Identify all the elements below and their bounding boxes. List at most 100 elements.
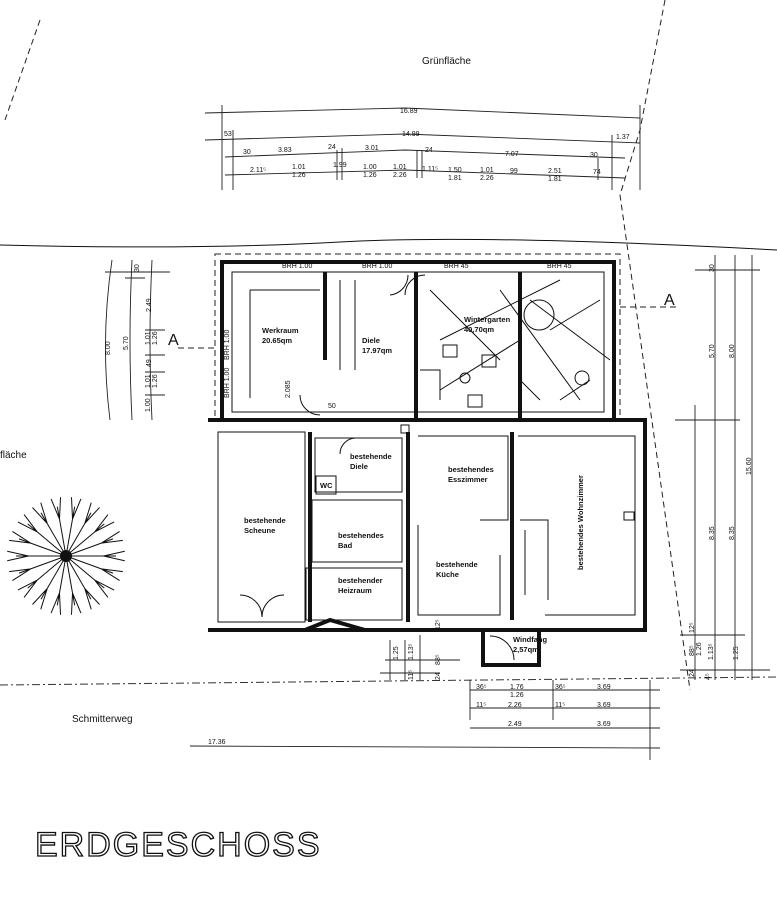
svg-text:5.70: 5.70 (123, 336, 130, 350)
svg-text:74: 74 (593, 169, 601, 176)
svg-text:24: 24 (425, 147, 433, 154)
room-scheune-area: Scheune (244, 526, 275, 535)
svg-text:24: 24 (435, 672, 442, 680)
svg-text:88⁵: 88⁵ (435, 654, 442, 665)
tree-branch (9, 555, 67, 582)
room-esszimmer-area: Esszimmer (448, 475, 488, 484)
svg-text:99: 99 (510, 168, 518, 175)
windfang-vestibule (481, 628, 541, 667)
svg-text:BRH 45: BRH 45 (547, 263, 572, 270)
svg-text:36⁵: 36⁵ (555, 684, 566, 691)
svg-text:BRH 45: BRH 45 (444, 263, 469, 270)
svg-text:2.49: 2.49 (508, 721, 522, 728)
svg-text:2.26: 2.26 (508, 702, 522, 709)
svg-text:1.13⁵: 1.13⁵ (408, 643, 415, 660)
section-marker-right: A (620, 292, 676, 309)
room-kueche-area: Küche (436, 570, 459, 579)
tree-branch (65, 514, 115, 557)
svg-text:3.69: 3.69 (597, 684, 611, 691)
svg-text:24: 24 (689, 669, 696, 677)
plant-icon (459, 372, 471, 384)
tree-branch (65, 555, 123, 582)
tree-branch (65, 555, 82, 615)
svg-text:88⁵: 88⁵ (689, 645, 696, 656)
svg-text:3.69: 3.69 (597, 702, 611, 709)
svg-text:1.00: 1.00 (145, 398, 152, 412)
room-wc-name: WC (320, 481, 333, 490)
svg-text:1.01: 1.01 (393, 164, 407, 171)
room-diele-name: Diele (362, 336, 380, 345)
svg-text:A: A (168, 332, 179, 349)
room-wintergarten-area: 40,70qm (464, 325, 494, 334)
svg-text:15.60: 15.60 (746, 457, 753, 475)
property-boundary-left (4, 19, 41, 121)
svg-text:1.01: 1.01 (145, 374, 152, 388)
svg-text:1.81: 1.81 (448, 175, 462, 182)
tree-branch (65, 555, 100, 610)
floor-title: ERDGESCHOSS (35, 826, 322, 864)
svg-text:1.76: 1.76 (510, 684, 524, 691)
svg-text:3.69: 3.69 (597, 721, 611, 728)
tree-branch (9, 530, 67, 557)
svg-text:2.51: 2.51 (548, 168, 562, 175)
svg-text:1.13⁵: 1.13⁵ (708, 643, 715, 660)
svg-text:1.26: 1.26 (696, 642, 703, 656)
svg-text:8.00: 8.00 (729, 344, 736, 358)
svg-text:2.11⁵: 2.11⁵ (250, 167, 266, 174)
svg-text:1.01: 1.01 (480, 167, 494, 174)
room-werkraum-area: 20.65qm (262, 336, 292, 345)
svg-text:8.35: 8.35 (709, 526, 716, 540)
svg-text:16.89: 16.89 (400, 108, 418, 115)
svg-text:1.26: 1.26 (152, 331, 159, 345)
svg-text:17.36: 17.36 (208, 739, 226, 746)
svg-text:8.35: 8.35 (729, 526, 736, 540)
svg-text:4⁵: 4⁵ (705, 673, 712, 680)
room-diele-existing-name: bestehende (350, 452, 392, 461)
svg-text:12⁵: 12⁵ (435, 619, 442, 630)
room-esszimmer-name: bestehendes (448, 465, 494, 474)
room-scheune-name: bestehende (244, 516, 286, 525)
svg-text:BRH 1.00: BRH 1.00 (224, 368, 231, 398)
svg-text:11⁵: 11⁵ (408, 670, 415, 680)
brh-labels: BRH 1.00 BRH 1.00 BRH 45 BRH 45 BRH 1.00… (224, 263, 572, 398)
svg-text:2.49: 2.49 (146, 298, 153, 312)
tree-branch (65, 502, 100, 557)
svg-text:BRH 1.00: BRH 1.00 (362, 263, 392, 270)
svg-text:2.26: 2.26 (393, 172, 407, 179)
tree-branch (50, 497, 67, 557)
street-label: Schmitterweg (72, 714, 133, 725)
tree-branch (17, 555, 67, 598)
svg-text:5.70: 5.70 (709, 344, 716, 358)
room-diele-area: 17.97qm (362, 346, 392, 355)
svg-text:1.99: 1.99 (333, 162, 347, 169)
svg-text:3.01: 3.01 (365, 145, 379, 152)
paper-fold (0, 238, 777, 251)
svg-text:1.26: 1.26 (363, 172, 377, 179)
room-windfang-name: Windfang (513, 635, 548, 644)
svg-text:30: 30 (243, 149, 251, 156)
svg-text:1.26: 1.26 (292, 172, 306, 179)
dimension-chain-right: 30 5.70 8.00 15.60 8.35 8.35 12⁵ 88⁵ 1.2… (675, 255, 770, 680)
tree-branch (17, 514, 67, 557)
green-area-label-top: Grünfläche (422, 56, 471, 67)
svg-text:1.11⁵: 1.11⁵ (422, 166, 438, 173)
svg-text:14.99: 14.99 (402, 131, 420, 138)
tree-trunk (60, 550, 72, 562)
section-marker-left: A (168, 332, 215, 349)
dimension-chain-top: 16.89 53 14.99 1.37 30 3.83 24 3.01 24 7… (204, 105, 641, 190)
room-heizraum-name: bestehender (338, 576, 383, 585)
svg-text:50: 50 (328, 403, 336, 410)
svg-text:12⁵: 12⁵ (689, 622, 696, 633)
svg-text:1.50: 1.50 (448, 167, 462, 174)
svg-text:A: A (664, 292, 675, 309)
property-boundary-right (619, 0, 691, 691)
svg-text:30: 30 (134, 264, 141, 272)
plant-icon (574, 370, 590, 386)
svg-text:2.26: 2.26 (480, 175, 494, 182)
svg-text:8.00: 8.00 (105, 341, 112, 355)
svg-text:49: 49 (146, 359, 153, 367)
svg-text:1.26: 1.26 (152, 374, 159, 388)
svg-text:30: 30 (709, 264, 716, 272)
room-bad-area: Bad (338, 541, 353, 550)
